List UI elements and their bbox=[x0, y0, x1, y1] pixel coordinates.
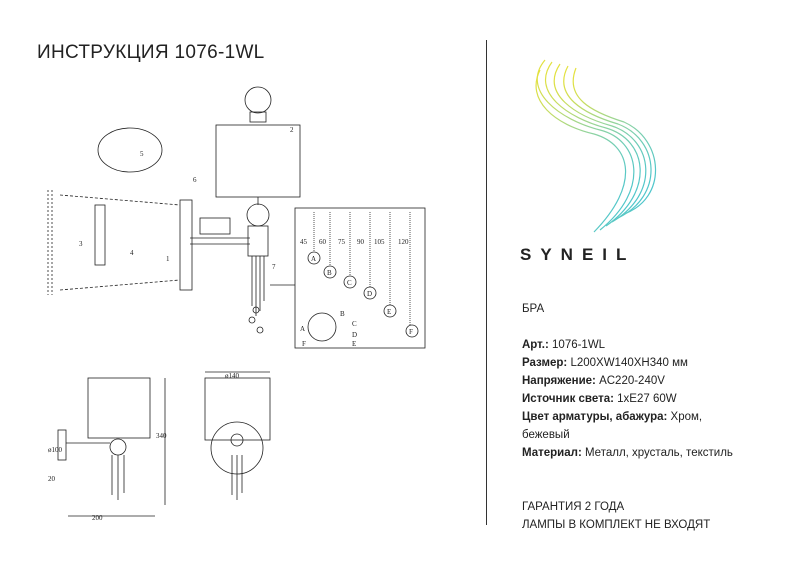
spec-row: Источник света: 1xE27 60W bbox=[522, 393, 677, 405]
page-title: ИНСТРУКЦИЯ 1076-1WL bbox=[37, 42, 265, 63]
step-label: 7 bbox=[272, 263, 276, 271]
socket-label: F bbox=[302, 340, 306, 348]
pendant-label: F bbox=[409, 328, 413, 336]
socket-label: C bbox=[352, 320, 357, 328]
length-label: 45 bbox=[300, 238, 308, 246]
pendant-label: B bbox=[327, 269, 332, 277]
step-label: 3 bbox=[79, 240, 83, 248]
length-label: 90 bbox=[357, 238, 365, 246]
brand-name: SYNEIL bbox=[520, 245, 636, 264]
length-label: 75 bbox=[338, 238, 346, 246]
warranty-note: ГАРАНТИЯ 2 ГОДА bbox=[522, 501, 625, 513]
socket-label: A bbox=[300, 325, 305, 333]
length-label: 120 bbox=[398, 238, 409, 246]
dim-label: ø100 bbox=[48, 446, 63, 454]
dim-label: 340 bbox=[156, 432, 167, 440]
pendant-label: A bbox=[311, 255, 316, 263]
socket-label: B bbox=[340, 310, 345, 318]
spec-row: Цвет арматуры, абажура: Хром, бежевый bbox=[522, 411, 703, 441]
length-label: 60 bbox=[319, 238, 327, 246]
pendant-label: D bbox=[367, 290, 372, 298]
step-label: 5 bbox=[140, 150, 144, 158]
spec-row: Арт.: 1076-1WL bbox=[522, 339, 606, 351]
dim-label: 20 bbox=[48, 475, 56, 483]
socket-label: D bbox=[352, 331, 357, 339]
length-label: 105 bbox=[374, 238, 385, 246]
product-type: БРА bbox=[522, 303, 545, 315]
lamps-note: ЛАМПЫ В КОМПЛЕКТ НЕ ВХОДЯТ bbox=[522, 519, 711, 531]
spec-row: Материал: Металл, хрусталь, текстиль bbox=[522, 447, 733, 459]
dim-label: ø140 bbox=[225, 372, 240, 380]
step-label: 6 bbox=[193, 176, 197, 184]
socket-label: E bbox=[352, 340, 356, 348]
step-label: 4 bbox=[130, 249, 134, 257]
dim-label: 200 bbox=[92, 514, 103, 522]
step-label: 1 bbox=[166, 255, 170, 263]
brand-logo-icon bbox=[535, 59, 657, 233]
divider bbox=[486, 40, 487, 525]
product-info: БРА Арт.: 1076-1WL Размер: L200XW140XH34… bbox=[522, 300, 752, 534]
pendant-label: C bbox=[347, 279, 352, 287]
step-label: 2 bbox=[290, 126, 294, 134]
spec-row: Размер: L200XW140XH340 мм bbox=[522, 357, 688, 369]
pendant-label: E bbox=[387, 308, 391, 316]
spec-row: Напряжение: AC220-240V bbox=[522, 375, 665, 387]
